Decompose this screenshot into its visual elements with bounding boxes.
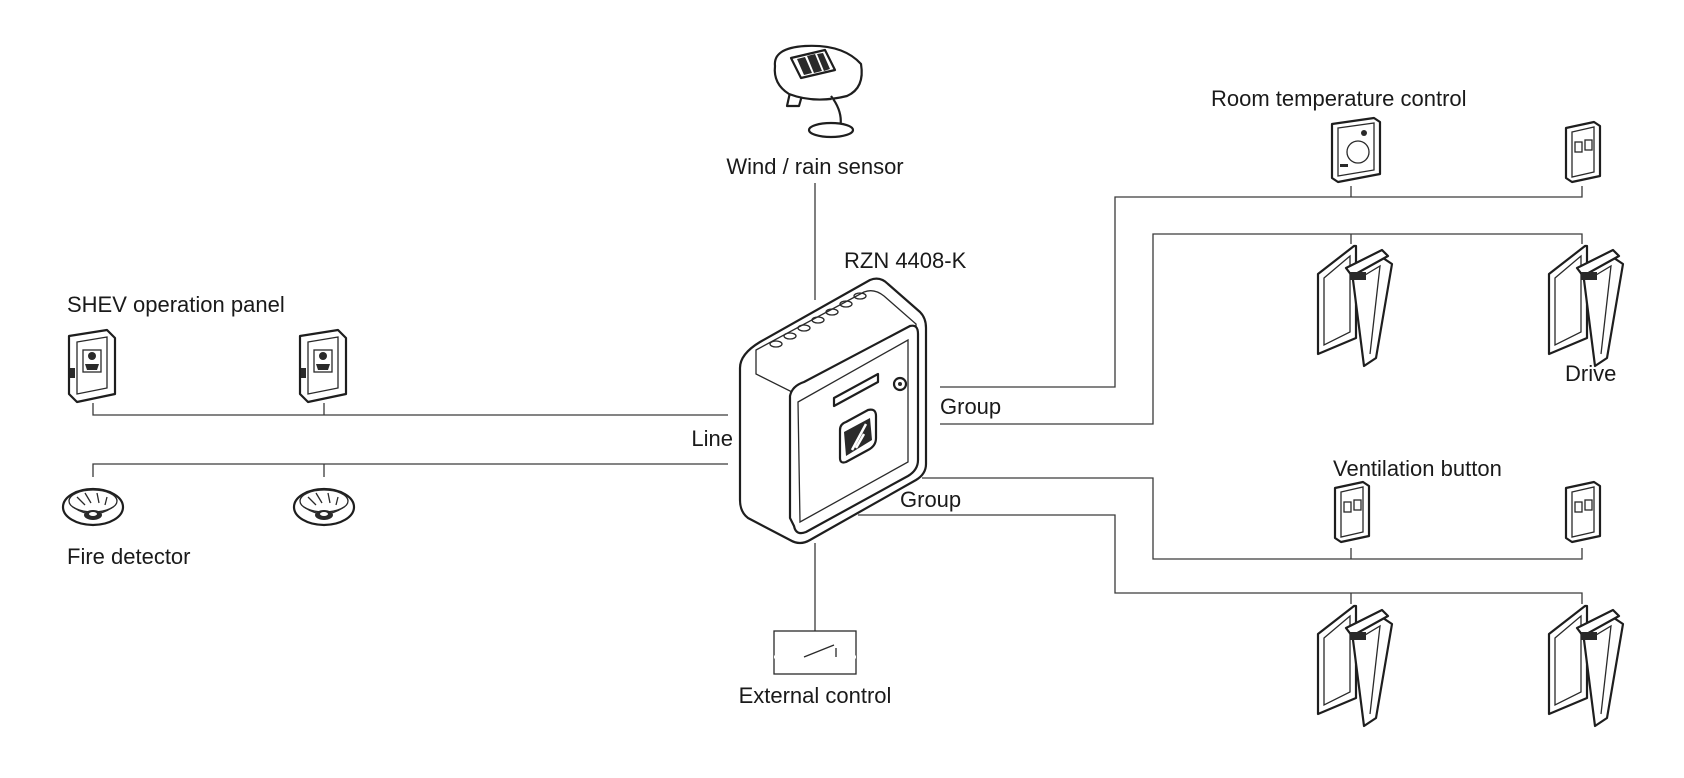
ventilation-button-label: Ventilation button [1333,456,1502,481]
room-temperature-label: Room temperature control [1211,86,1467,111]
window-drive-icon [1316,244,1394,368]
room-temperature-control-icon [1330,116,1382,184]
wire-group-lower-control [922,477,1583,560]
shev-operation-panel-icon [67,328,117,404]
wire-group-lower-drive [858,514,1583,604]
window-drive-icon [1316,604,1394,728]
fire-detector-icon [292,487,356,527]
external-control-switch-icon [773,630,857,675]
ventilation-button-icon [1564,480,1602,544]
wire-shev-line [92,403,728,416]
smoke-vent-emblem-icon [838,408,878,464]
drive-label: Drive [1565,361,1616,386]
vent-slots [769,292,867,348]
group-label-upper: Group [940,394,1001,419]
controller-label: RZN 4408-K [844,248,967,273]
line-label: Line [691,426,733,451]
wire-group-upper-drive [940,233,1583,425]
wire-group-upper-control [940,186,1583,388]
wiring [92,183,1583,631]
fire-detector-label: Fire detector [67,544,191,569]
shev-operation-panel-icon [298,328,348,404]
ventilation-button-icon [1333,480,1371,544]
wind-rain-sensor-icon [773,44,863,139]
wind-rain-sensor-label: Wind / rain sensor [726,154,903,179]
window-drive-icon [1547,244,1625,368]
shev-panel-label: SHEV operation panel [67,292,285,317]
wire-detector-line [92,463,728,477]
fire-detector-icon [61,487,125,527]
external-control-label: External control [739,683,892,708]
controller-rzn-4408-k [738,277,928,545]
wall-switch-icon [1564,120,1602,184]
window-drive-icon [1547,604,1625,728]
group-label-lower: Group [900,487,961,512]
